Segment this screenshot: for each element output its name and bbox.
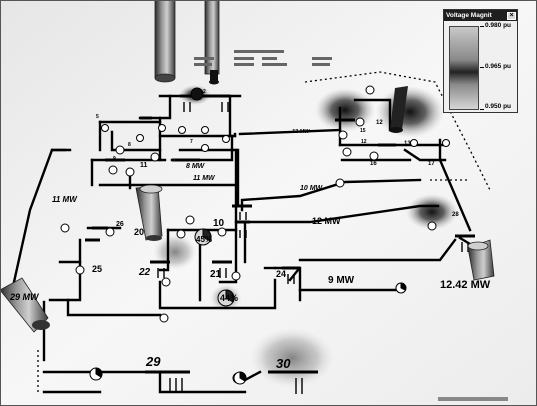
bus-number: 24 — [276, 269, 286, 279]
bus-number: 17 — [428, 161, 435, 167]
bus-number: 30 — [276, 356, 291, 371]
flow-label: 29 MW — [9, 292, 40, 302]
bus-number: 12 — [376, 120, 383, 126]
close-icon[interactable]: × — [507, 12, 516, 20]
flow-label: 12.42 MW — [440, 279, 491, 291]
bus-number: 21 — [210, 269, 222, 280]
bus-number: 22 — [138, 267, 151, 278]
legend-min-value: 0.950 pu — [485, 103, 511, 110]
flow-label: 8 MW — [186, 163, 206, 170]
bus-number: 7 — [190, 139, 193, 145]
loading-percent: 45% — [196, 235, 212, 244]
legend-title: Voltage Magnit — [444, 12, 492, 19]
flow-label: 12 MW — [312, 216, 341, 226]
color-scale-bar — [449, 26, 479, 110]
loading-percent: 44% — [220, 293, 238, 303]
flow-label: 9 MW — [328, 275, 355, 286]
bus-number: 25 — [92, 264, 102, 274]
status-text — [438, 397, 508, 401]
bus-number: 5 — [96, 114, 99, 120]
legend-tick — [480, 67, 484, 68]
bus-number: 16 — [370, 161, 377, 167]
bus-number: 12 — [361, 139, 367, 145]
bus-number: 26 — [116, 221, 124, 228]
bus-number: 10 — [213, 218, 225, 229]
voltage-legend-window[interactable]: Voltage Magnit × 0.980 pu 0.965 pu 0.950… — [443, 9, 518, 113]
bus-number: 9 — [113, 156, 116, 162]
legend-mid-value: 0.965 pu — [485, 63, 511, 70]
legend-max-value: 0.980 pu — [485, 22, 511, 29]
flow-label: 11 MW — [52, 195, 78, 204]
legend-tick — [480, 26, 484, 27]
bus-number: 29 — [145, 354, 161, 369]
bus-number: 20 — [134, 227, 144, 237]
bus-number: 15 — [360, 128, 366, 134]
flow-label: 10 MW — [300, 185, 324, 192]
bus-number: 28 — [452, 212, 459, 218]
legend-titlebar[interactable]: Voltage Magnit × — [444, 10, 517, 21]
bus-number: 11 — [140, 162, 148, 169]
flow-label: 13 MW — [292, 129, 310, 135]
legend-tick — [480, 109, 484, 110]
bus-number: 2 — [203, 89, 206, 95]
bus-number: 8 — [128, 142, 131, 148]
bus-number: 13 — [404, 141, 411, 147]
flow-label: 11 MW — [193, 175, 216, 182]
